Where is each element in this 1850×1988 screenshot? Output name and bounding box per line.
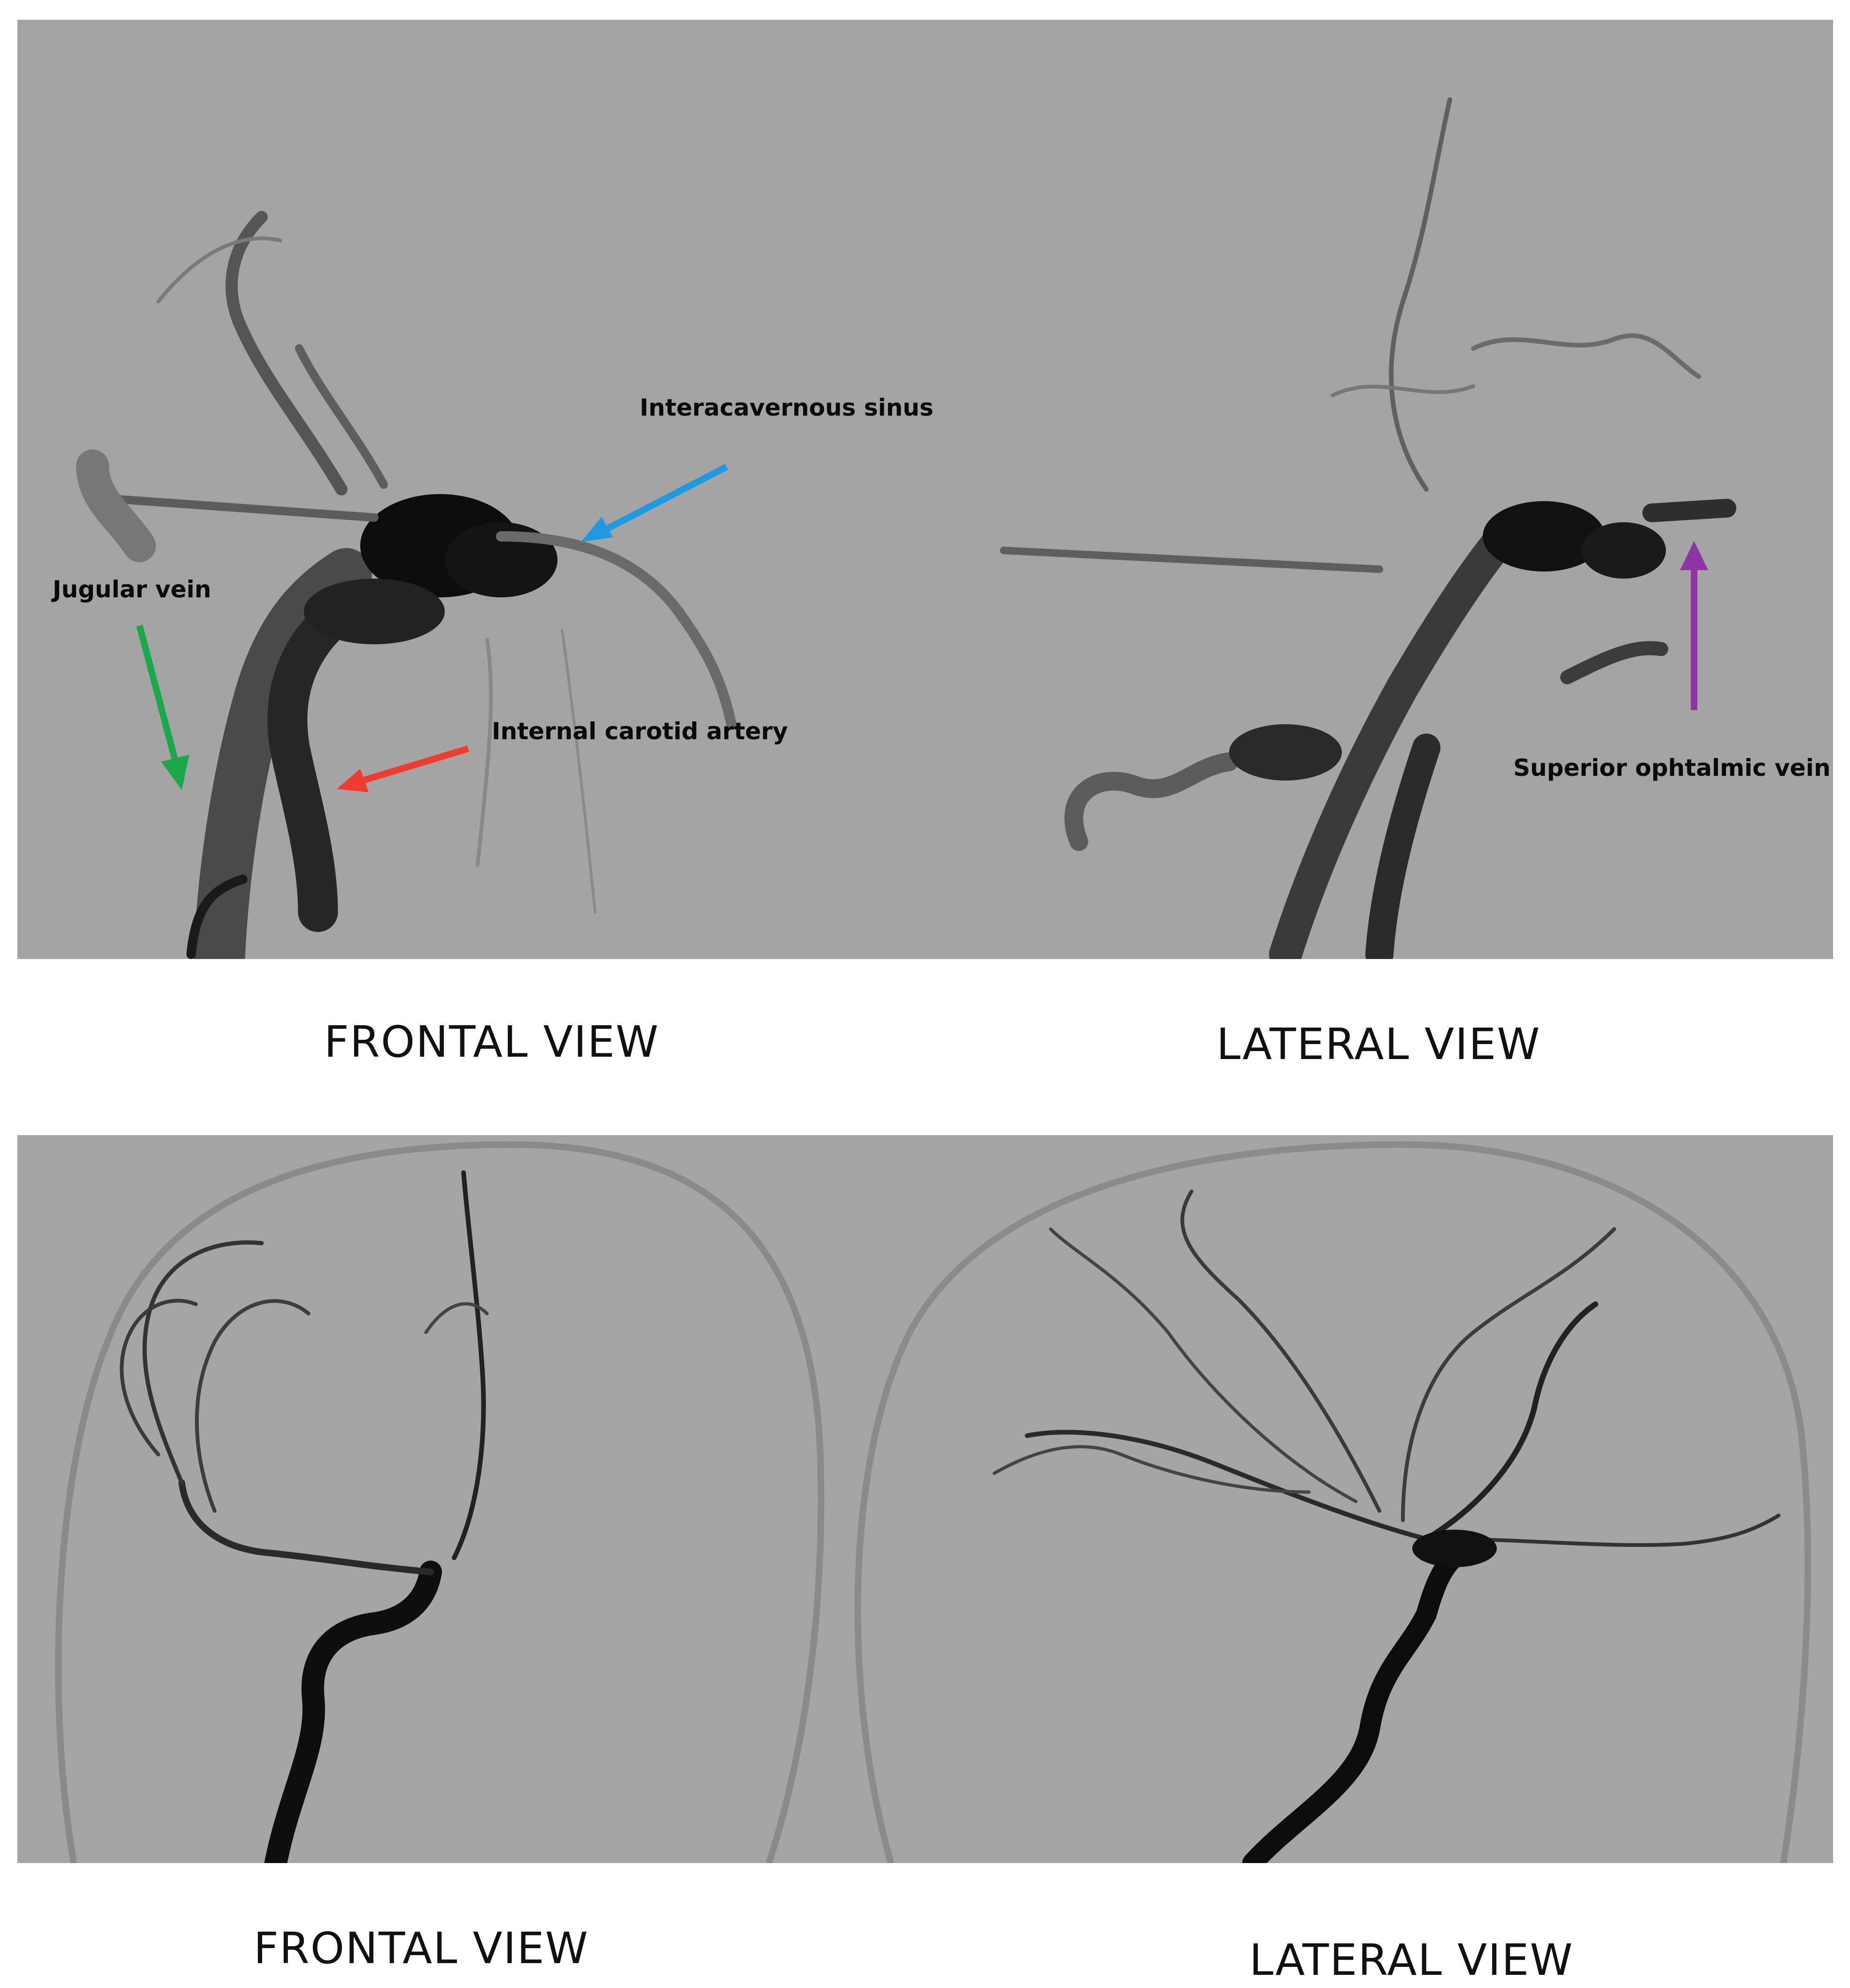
annotation-jugular: Jugular vein bbox=[51, 576, 211, 790]
jugular-label: Jugular vein bbox=[51, 576, 211, 603]
bottom-frontal-caption: FRONTAL VIEW bbox=[254, 1923, 589, 1973]
annotation-ophthalmic: Superior ophtalmic vein bbox=[1513, 541, 1831, 781]
top-angiogram-panel: Interacavernous sinus Jugular vein Inter… bbox=[17, 20, 1833, 959]
annotation-intercavernous: Interacavernous sinus bbox=[581, 394, 934, 542]
lateral-arteries bbox=[992, 1190, 1780, 1863]
top-lateral-caption: LATERAL VIEW bbox=[1216, 1019, 1541, 1069]
annotation-carotid: Internal carotid artery bbox=[337, 718, 788, 792]
skull-outlines bbox=[55, 1141, 1811, 1863]
ophthalmic-label: Superior ophtalmic vein bbox=[1513, 754, 1831, 781]
bottom-angiogram-panel bbox=[17, 1135, 1833, 1863]
bottom-lateral-caption: LATERAL VIEW bbox=[1249, 1935, 1574, 1985]
frontal-view-vessels bbox=[76, 211, 736, 959]
frontal-arteries bbox=[120, 1170, 489, 1863]
intercavernous-label: Interacavernous sinus bbox=[640, 394, 934, 421]
lateral-view-vessels bbox=[1000, 97, 1736, 959]
top-frontal-caption: FRONTAL VIEW bbox=[324, 1017, 659, 1067]
carotid-label: Internal carotid artery bbox=[492, 718, 788, 745]
